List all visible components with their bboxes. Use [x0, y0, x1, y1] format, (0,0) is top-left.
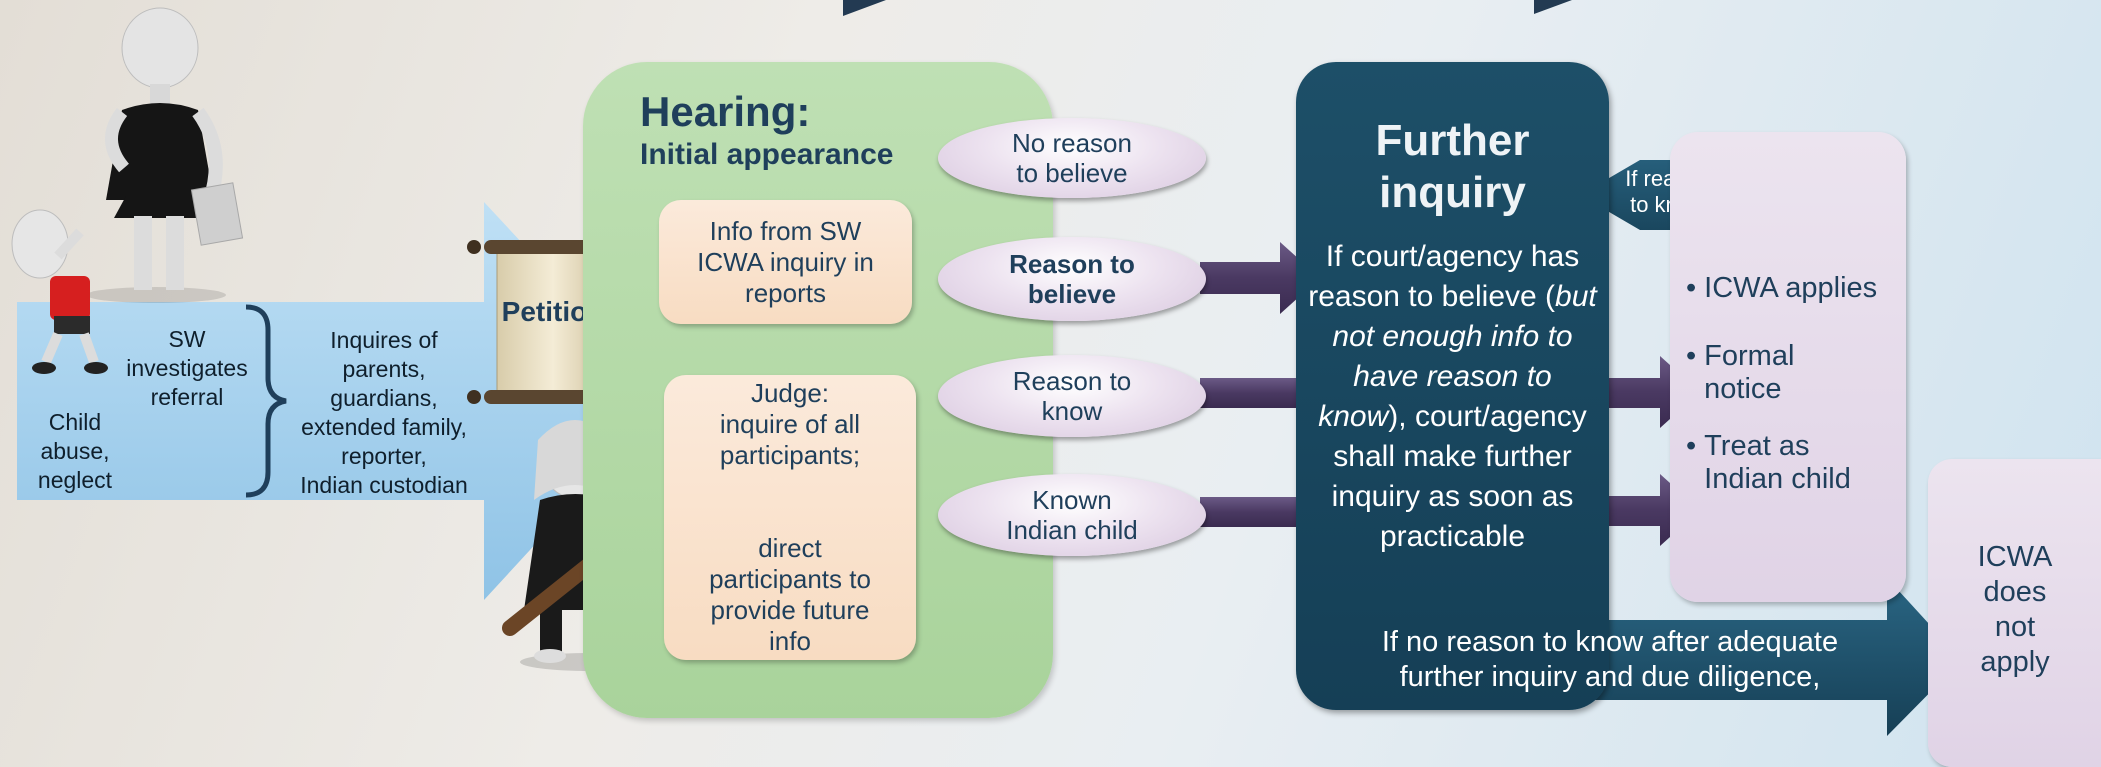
oval-known-indian-child: Known Indian child	[938, 474, 1206, 556]
hearing-title: Hearing:	[640, 88, 811, 135]
child-figure-icon	[11, 209, 108, 374]
no-reason-to-know-text: If no reason to know after adequate furt…	[1381, 626, 1839, 693]
icwa-not-apply-label: ICWA does not apply	[1977, 541, 2053, 678]
result-bullet-3: •Treat as Indian child	[1686, 430, 1851, 495]
icwa-not-apply-box	[1928, 459, 2101, 767]
further-body-part2: ), court/agency shall make further inqui…	[1331, 400, 1587, 553]
top-arrow-right	[1534, 0, 1572, 14]
further-inquiry-box	[1296, 62, 1609, 710]
sw-info-box: Info from SW ICWA inquiry in reports	[659, 200, 912, 324]
result-bullet-2-text: Formal notice	[1704, 340, 1795, 405]
top-arrow-left	[843, 0, 886, 16]
petition-scroll-icon	[467, 240, 639, 404]
judge-inquiry-box: Judge: inquire of all participants; dire…	[664, 375, 916, 660]
inquires-of-label: Inquires of parents, guardians, extended…	[300, 327, 468, 498]
arrow-believe	[1200, 242, 1320, 314]
further-body-part1: If court/agency has reason to believe (	[1308, 240, 1580, 313]
result-bullet-3-text: Treat as Indian child	[1704, 430, 1851, 495]
icwa-results-box	[1670, 132, 1906, 602]
sw-investigates-label: SW investigates referral	[126, 326, 248, 410]
hearing-subtitle: Initial appearance	[640, 138, 894, 171]
arrow-known-stub	[1200, 497, 1296, 527]
social-worker-figure-icon	[86, 7, 244, 303]
further-inquiry-title: Further inquiry	[1375, 116, 1530, 217]
result-bullet-1: •ICWA applies	[1686, 272, 1878, 304]
oval-no-reason-to-believe: No reason to believe	[938, 118, 1206, 198]
result-bullet-1-text: ICWA applies	[1704, 272, 1878, 304]
result-bullet-2: •Formal notice	[1686, 340, 1795, 405]
child-abuse-label: Child abuse, neglect	[37, 409, 113, 493]
brace-icon	[245, 304, 287, 498]
further-body-italic: but not enough info to have reason to kn…	[1318, 280, 1597, 433]
oval-reason-to-know: Reason to know	[938, 355, 1206, 437]
oval-reason-to-believe: Reason to believe	[938, 237, 1206, 321]
further-inquiry-body: If court/agency has reason to believe (b…	[1306, 237, 1599, 557]
arrow-know-stub	[1200, 378, 1296, 408]
